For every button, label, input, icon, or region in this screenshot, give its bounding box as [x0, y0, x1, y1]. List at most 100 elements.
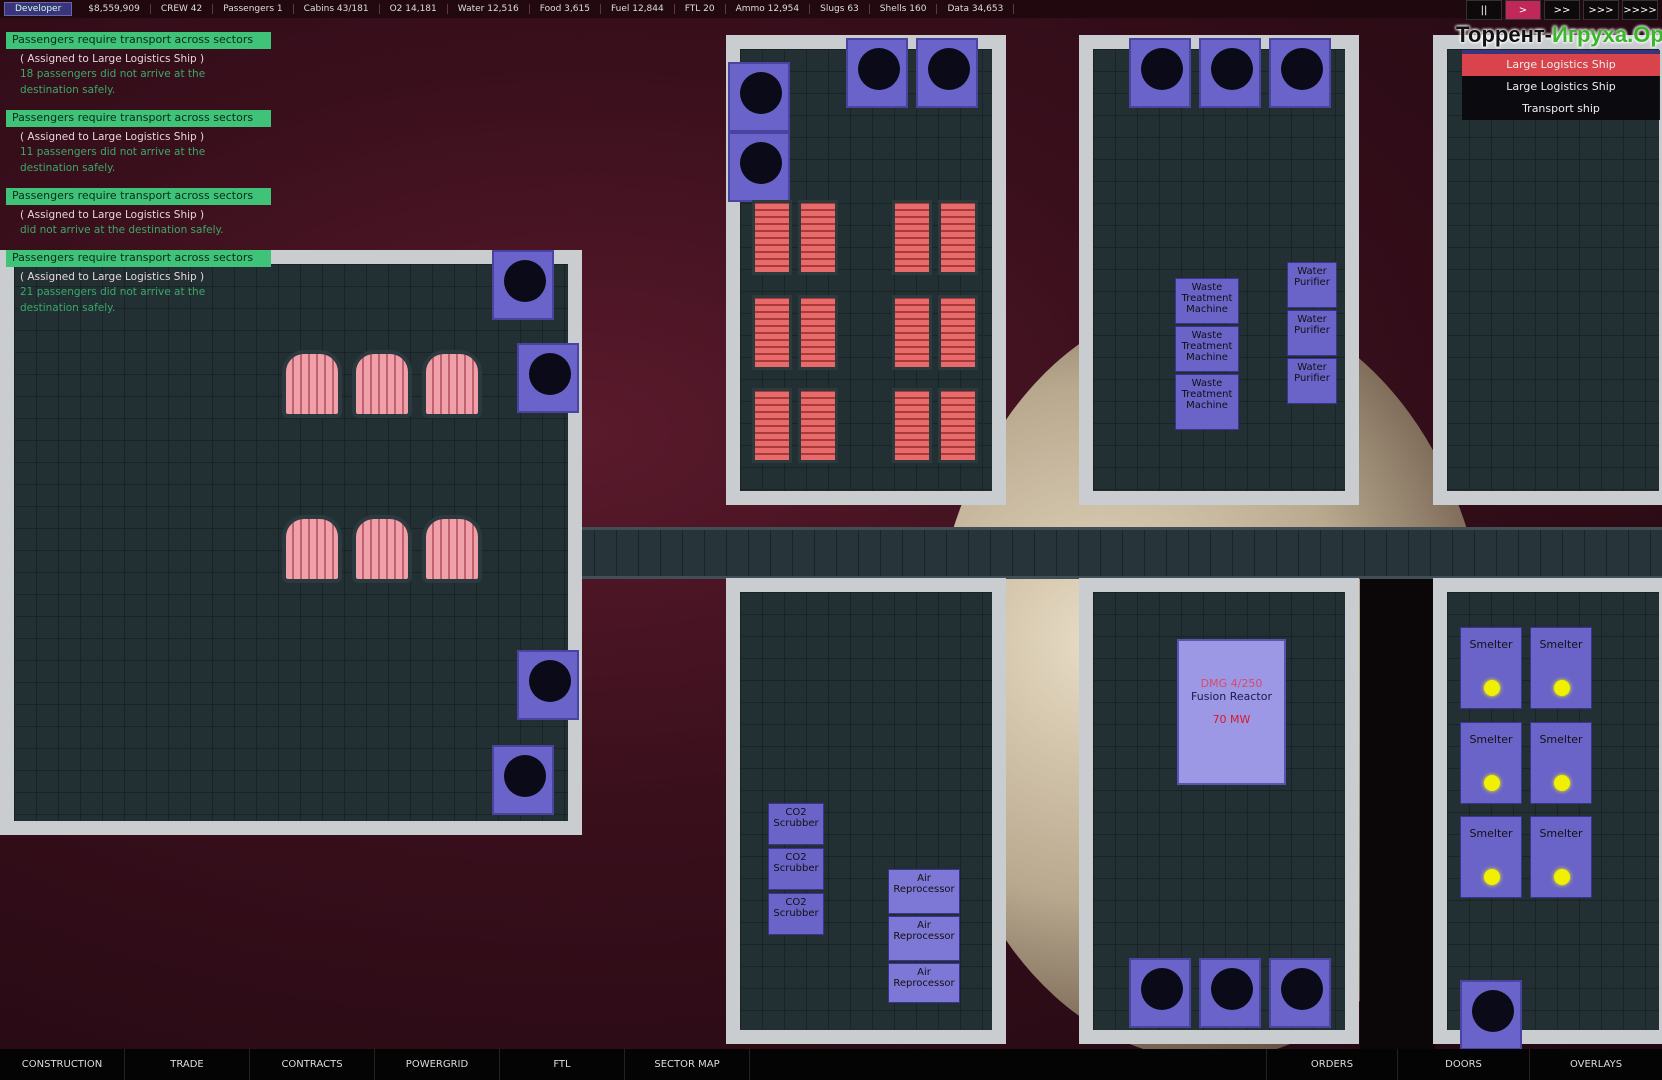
hypersleep-pod[interactable]	[422, 350, 482, 418]
speed-3-button[interactable]: >>>	[1583, 0, 1619, 20]
menu-construction[interactable]: CONSTRUCTION	[0, 1049, 125, 1080]
menu-trade[interactable]: TRADE	[125, 1049, 250, 1080]
ship-item[interactable]: Large Logistics Ship	[1506, 80, 1616, 93]
bed[interactable]	[938, 388, 978, 463]
bed[interactable]	[798, 388, 838, 463]
stat-cabins: Cabins 43/181	[294, 4, 380, 14]
speed-2-button[interactable]: >>	[1544, 0, 1580, 20]
bed[interactable]	[752, 200, 792, 275]
bed[interactable]	[892, 200, 932, 275]
bed[interactable]	[798, 295, 838, 370]
ship-item[interactable]: Transport ship	[1522, 102, 1600, 115]
co2-scrubber[interactable]: CO2 Scrubber	[768, 848, 824, 890]
hypersleep-pod[interactable]	[352, 350, 412, 418]
smelter[interactable]: Smelter	[1530, 722, 1592, 804]
thruster[interactable]	[1199, 38, 1261, 108]
air-reprocessor[interactable]: Air Reprocessor	[888, 869, 960, 914]
waste-treatment-machine[interactable]: Waste Treatment Machine	[1175, 374, 1239, 430]
waste-treatment-machine[interactable]: Waste Treatment Machine	[1175, 326, 1239, 372]
thruster[interactable]	[1129, 38, 1191, 108]
resource-bar: Developer $8,559,909 CREW 42 Passengers …	[0, 0, 1662, 18]
thruster[interactable]	[1269, 958, 1331, 1028]
smelter[interactable]: Smelter	[1460, 722, 1522, 804]
stat-food: Food 3,615	[530, 4, 601, 14]
menu-powergrid[interactable]: POWERGRID	[375, 1049, 500, 1080]
menu-ftl[interactable]: FTL	[500, 1049, 625, 1080]
bed[interactable]	[798, 200, 838, 275]
stat-passengers: Passengers 1	[213, 4, 294, 14]
ship-item-selected[interactable]: Large Logistics Ship	[1462, 54, 1660, 76]
notification-title: Passengers require transport across sect…	[6, 32, 271, 49]
watermark-part2: Игруха.Орг	[1552, 22, 1662, 47]
water-purifier[interactable]: Water Purifier	[1287, 262, 1337, 308]
thruster[interactable]	[728, 62, 790, 132]
notification-assigned: ( Assigned to Large Logistics Ship )	[20, 271, 205, 283]
notification[interactable]: Passengers require transport across sect…	[6, 250, 271, 316]
thruster[interactable]	[1269, 38, 1331, 108]
bottom-menu-bar: CONSTRUCTION TRADE CONTRACTS POWERGRID F…	[0, 1049, 1662, 1080]
notification[interactable]: Passengers require transport across sect…	[6, 188, 271, 238]
menu-orders[interactable]: ORDERS	[1266, 1049, 1398, 1080]
bed[interactable]	[752, 388, 792, 463]
menu-overlays[interactable]: OVERLAYS	[1569, 1059, 1623, 1070]
watermark-logo: Торрент-Игруха.Орг	[1456, 22, 1662, 48]
module-bottom-right[interactable]	[1079, 578, 1359, 1044]
co2-scrubber[interactable]: CO2 Scrubber	[768, 803, 824, 845]
notification-assigned: ( Assigned to Large Logistics Ship )	[20, 53, 205, 65]
menu-sector-map[interactable]: SECTOR MAP	[625, 1049, 750, 1080]
stat-ftl: FTL 20	[675, 4, 726, 14]
smelter[interactable]: Smelter	[1530, 816, 1592, 898]
thruster[interactable]	[1460, 980, 1522, 1050]
notification-assigned: ( Assigned to Large Logistics Ship )	[20, 209, 205, 221]
hypersleep-pod[interactable]	[282, 515, 342, 583]
notification-body: 11 passengers did not arrive at the dest…	[20, 146, 206, 174]
menu-doors[interactable]: DOORS	[1398, 1049, 1530, 1080]
thruster[interactable]	[492, 745, 554, 815]
watermark-part1: Торрент-	[1456, 22, 1552, 47]
speed-1-button[interactable]: >	[1505, 0, 1541, 20]
hypersleep-pod[interactable]	[422, 515, 482, 583]
notification-body: did not arrive at the destination safely…	[20, 224, 224, 236]
bed[interactable]	[938, 295, 978, 370]
smelter[interactable]: Smelter	[1460, 627, 1522, 709]
notification-title: Passengers require transport across sect…	[6, 250, 271, 267]
notification[interactable]: Passengers require transport across sect…	[6, 32, 271, 98]
bed[interactable]	[892, 388, 932, 463]
menu-contracts[interactable]: CONTRACTS	[250, 1049, 375, 1080]
reactor-name: Fusion Reactor	[1191, 690, 1272, 703]
thruster[interactable]	[517, 650, 579, 720]
stat-o2: O2 14,181	[380, 4, 448, 14]
speed-4-button[interactable]: >>>>	[1622, 0, 1658, 20]
fusion-reactor[interactable]: DMG 4/250 Fusion Reactor 70 MW	[1177, 639, 1286, 785]
thruster[interactable]	[916, 38, 978, 108]
reactor-output: 70 MW	[1212, 713, 1251, 726]
air-reprocessor[interactable]: Air Reprocessor	[888, 916, 960, 961]
bed[interactable]	[892, 295, 932, 370]
thruster[interactable]	[492, 250, 554, 320]
hypersleep-pod[interactable]	[282, 350, 342, 418]
thruster[interactable]	[846, 38, 908, 108]
ship-selector: Large Logistics Ship Large Logistics Shi…	[1462, 50, 1660, 120]
water-purifier[interactable]: Water Purifier	[1287, 358, 1337, 404]
smelter[interactable]: Smelter	[1530, 627, 1592, 709]
co2-scrubber[interactable]: CO2 Scrubber	[768, 893, 824, 935]
thruster[interactable]	[1129, 958, 1191, 1028]
bed[interactable]	[938, 200, 978, 275]
stat-shells: Shells 160	[870, 4, 938, 14]
developer-mode-badge[interactable]: Developer	[4, 2, 73, 16]
reactor-damage: DMG 4/250	[1200, 677, 1263, 690]
pause-button[interactable]: ||	[1466, 0, 1502, 20]
air-reprocessor[interactable]: Air Reprocessor	[888, 963, 960, 1003]
thruster[interactable]	[517, 343, 579, 413]
thruster[interactable]	[728, 132, 790, 202]
water-purifier[interactable]: Water Purifier	[1287, 310, 1337, 356]
waste-treatment-machine[interactable]: Waste Treatment Machine	[1175, 278, 1239, 324]
thruster[interactable]	[1199, 958, 1261, 1028]
module-top-right[interactable]	[1079, 35, 1359, 505]
hypersleep-pod[interactable]	[352, 515, 412, 583]
stat-fuel: Fuel 12,844	[601, 4, 675, 14]
smelter[interactable]: Smelter	[1460, 816, 1522, 898]
notification[interactable]: Passengers require transport across sect…	[6, 110, 271, 176]
bed[interactable]	[752, 295, 792, 370]
module-top-far-right[interactable]	[1433, 35, 1662, 505]
